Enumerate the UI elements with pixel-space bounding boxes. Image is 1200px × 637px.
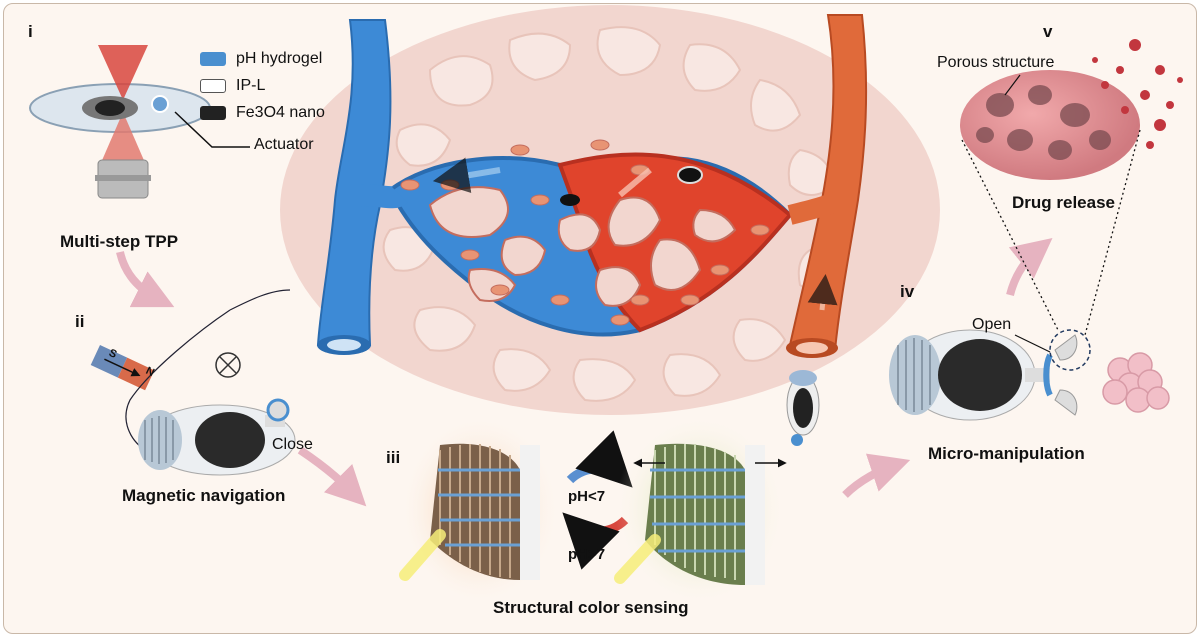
open-label: Open: [972, 316, 1012, 333]
magnetic-navigation-scene: [90, 289, 367, 507]
close-label: Close: [272, 436, 313, 453]
legend-item-fe3o4: Fe3O4 nano: [200, 104, 325, 122]
ph-low-label: pH<7: [568, 488, 606, 505]
porous-structure-label: Porous structure: [937, 54, 1055, 71]
cell-cluster: [1102, 352, 1170, 413]
legend-swatch-fe3o4: [200, 106, 226, 120]
legend-item-ip-l: IP-L: [200, 77, 265, 95]
ph-high-label: pH>7: [568, 546, 606, 563]
micro-manipulation-scene: [889, 238, 1170, 421]
caption-drug-release: Drug release: [1012, 193, 1115, 212]
caption-structural-color-sensing: Structural color sensing: [493, 598, 689, 617]
magnet: [90, 345, 155, 391]
robot-in-vessel: [786, 370, 820, 446]
legend-label-fe3o4: Fe3O4 nano: [236, 104, 325, 121]
caption-magnetic-navigation: Magnetic navigation: [122, 486, 286, 505]
artery: [786, 14, 868, 358]
legend-label-ph-hydrogel: pH hydrogel: [236, 50, 323, 67]
caption-multi-step-tpp: Multi-step TPP: [60, 232, 179, 251]
tpp-setup: [29, 45, 250, 308]
panel-numeral-iv: iv: [900, 282, 915, 301]
structural-color-scene: [399, 415, 911, 605]
legend-swatch-ph-hydrogel: [200, 52, 226, 66]
legend-label-ip-l: IP-L: [236, 77, 266, 94]
panel-numeral-iii: iii: [386, 448, 401, 467]
caption-micro-manipulation: Micro-manipulation: [928, 444, 1085, 463]
panel-numeral-v: v: [1043, 22, 1053, 41]
legend-swatch-ip-l: [200, 79, 226, 93]
panel-numeral-ii: ii: [75, 312, 85, 331]
vein: [316, 19, 408, 355]
drug-release-scene: [960, 39, 1183, 336]
actuator-label: Actuator: [254, 136, 314, 153]
capillary-network: [387, 139, 793, 337]
legend-item-ph-hydrogel: pH hydrogel: [200, 50, 322, 68]
panel-numeral-i: i: [28, 22, 33, 41]
